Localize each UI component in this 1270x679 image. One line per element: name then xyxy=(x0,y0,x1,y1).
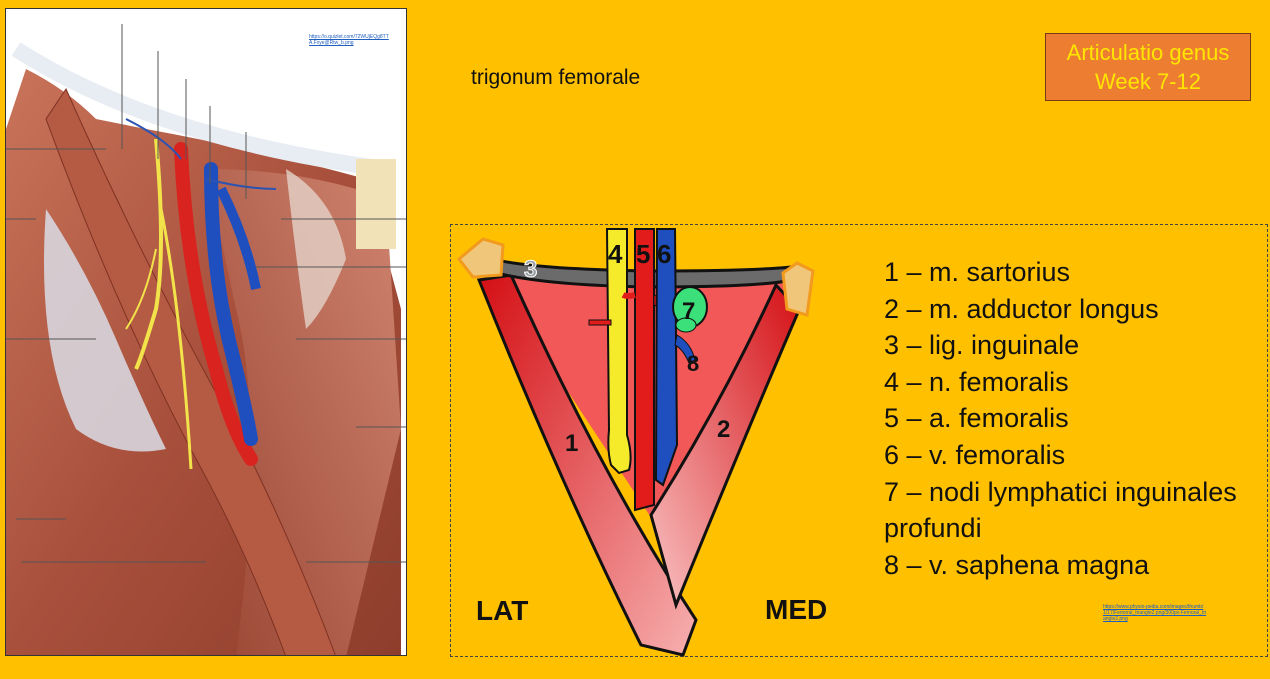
diagram-number-6: 6 xyxy=(657,239,671,269)
femoral-triangle-diagram: 3 4 5 6 7 8 1 2 LAT MED xyxy=(456,228,827,657)
diagram-source-link[interactable]: https://www.physio-pedia.com/images/thum… xyxy=(1103,604,1207,622)
diagram-number-2: 2 xyxy=(717,416,730,443)
diagram-number-4: 4 xyxy=(608,239,623,269)
structure-legend: 1 – m. sartorius 2 – m. adductor longus … xyxy=(884,254,1270,583)
legend-item: 1 – m. sartorius xyxy=(884,257,1071,287)
diagram-number-1: 1 xyxy=(565,430,578,457)
legend-item: 8 – v. saphena magna xyxy=(884,549,1150,580)
med-label: MED xyxy=(765,594,827,625)
slide-subtitle: trigonum femorale xyxy=(471,66,641,89)
legend-item: 6 – v. femoralis xyxy=(884,439,1066,470)
diagram-number-8: 8 xyxy=(687,351,699,376)
diagram-number-5: 5 xyxy=(636,239,650,269)
legend-item: 5 – a. femoralis xyxy=(884,403,1069,434)
thigh-anatomy-image: https://o.quizlet.com/72WUjEQg8TTA.Fxye@… xyxy=(5,8,407,656)
legend-item: 3 – lig. inguinale xyxy=(884,330,1080,361)
image-source-link[interactable]: https://o.quizlet.com/72WUjEQg8TTA.Fxye@… xyxy=(309,34,389,46)
lat-label: LAT xyxy=(476,595,528,626)
diagram-number-7: 7 xyxy=(682,298,695,325)
badge-line-2: Week 7-12 xyxy=(1095,69,1201,94)
legend-item: 4 – n. femoralis xyxy=(884,366,1069,397)
legend-item: 2 – m. adductor longus xyxy=(884,293,1159,324)
legend-item: 7 – nodi lymphatici inguinales profundi xyxy=(884,476,1237,544)
slide-title-badge: Articulatio genus Week 7-12 xyxy=(1045,33,1251,101)
badge-line-1: Articulatio genus xyxy=(1066,40,1230,65)
diagram-number-3: 3 xyxy=(524,256,537,283)
thigh-muscles-illustration xyxy=(6,9,406,655)
femoral-triangle-panel: 3 4 5 6 7 8 1 2 LAT MED xyxy=(450,224,1268,657)
